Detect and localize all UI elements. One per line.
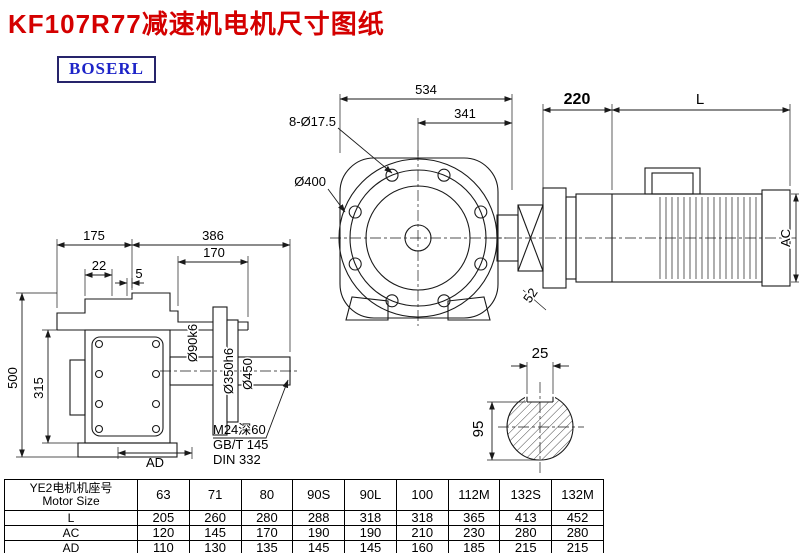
size-header-cell: 90L xyxy=(344,479,397,511)
dim-L: L xyxy=(696,91,704,108)
size-header-cell: 71 xyxy=(188,479,242,511)
dim-400: Ø400 xyxy=(294,174,326,189)
motor-size-table: YE2电机机座号 Motor Size 63 71 80 90S 90L 100… xyxy=(4,479,604,553)
dim-220: 220 xyxy=(564,91,591,108)
value-cell: 190 xyxy=(292,525,346,541)
value-cell: 110 xyxy=(137,540,190,553)
dim-bolt-holes: 8-Ø17.5 xyxy=(289,114,336,129)
size-header-cell: 90S xyxy=(292,479,346,511)
technical-drawing: 534 341 8-Ø17.5 Ø400 220 L AC xyxy=(4,82,799,473)
dim-170: 170 xyxy=(203,245,225,260)
page-title: KF107R77减速机电机尺寸图纸 xyxy=(8,9,385,39)
table-row-AD: AD 110 130 135 145 145 160 185 215 215 xyxy=(4,540,604,553)
brand-logo: BOSERL xyxy=(57,56,156,83)
size-header-cell: 63 xyxy=(137,479,190,511)
value-cell: 145 xyxy=(188,525,242,541)
front-view-motor xyxy=(485,167,798,289)
dim-AD: AD xyxy=(146,455,164,470)
front-view-dimensions: 534 341 8-Ø17.5 Ø400 220 L AC xyxy=(289,82,799,311)
header-en: Motor Size xyxy=(42,494,100,508)
dim-22: 22 xyxy=(92,258,106,273)
size-header-cell: 132M xyxy=(551,479,604,511)
table-row-L: L 205 260 280 288 318 318 365 413 452 xyxy=(4,510,604,526)
note-gbt145: GB/T 145 xyxy=(213,437,268,452)
note-thread: M24深60 xyxy=(213,422,266,437)
value-cell: 288 xyxy=(292,510,346,526)
dim-AC: AC xyxy=(778,229,793,247)
value-cell: 120 xyxy=(137,525,190,541)
value-cell: 365 xyxy=(447,510,501,526)
value-cell: 318 xyxy=(395,510,449,526)
dim-450: Ø450 xyxy=(240,358,255,390)
value-cell: 210 xyxy=(395,525,449,541)
dim-25: 25 xyxy=(532,345,549,362)
value-cell: 215 xyxy=(499,540,553,553)
dim-315: 315 xyxy=(31,377,46,399)
terminal-box xyxy=(644,167,701,195)
dim-534: 534 xyxy=(415,82,437,97)
value-cell: 145 xyxy=(292,540,346,553)
value-cell: 130 xyxy=(188,540,242,553)
size-header-cell: 80 xyxy=(240,479,294,511)
shaft-section-view: 25 95 xyxy=(469,345,584,473)
header-cn: YE2电机机座号 xyxy=(29,481,113,496)
value-cell: 185 xyxy=(447,540,501,553)
value-cell: 413 xyxy=(499,510,553,526)
dim-341: 341 xyxy=(454,106,476,121)
value-cell: 170 xyxy=(240,525,294,541)
dim-175: 175 xyxy=(83,228,105,243)
row-label: AD xyxy=(4,540,138,553)
note-din332: DIN 332 xyxy=(213,452,261,467)
table-row-AC: AC 120 145 170 190 190 210 230 280 280 xyxy=(4,525,604,541)
dim-95: 95 xyxy=(470,421,487,438)
value-cell: 145 xyxy=(344,540,397,553)
table-header-row: YE2电机机座号 Motor Size 63 71 80 90S 90L 100… xyxy=(4,479,604,511)
row-label: AC xyxy=(4,525,138,541)
value-cell: 260 xyxy=(188,510,242,526)
size-header-cell: 100 xyxy=(395,479,449,511)
value-cell: 452 xyxy=(551,510,604,526)
table-header-motor-size: YE2电机机座号 Motor Size xyxy=(4,479,138,511)
size-header-cell: 132S xyxy=(499,479,553,511)
dim-500: 500 xyxy=(5,367,20,389)
size-header-cell: 112M xyxy=(447,479,501,511)
value-cell: 205 xyxy=(137,510,190,526)
value-cell: 230 xyxy=(447,525,501,541)
value-cell: 135 xyxy=(240,540,294,553)
row-label: L xyxy=(4,510,138,526)
value-cell: 160 xyxy=(395,540,449,553)
value-cell: 280 xyxy=(499,525,553,541)
front-view-gearbox xyxy=(330,150,506,326)
value-cell: 215 xyxy=(551,540,604,553)
value-cell: 280 xyxy=(551,525,604,541)
dim-386: 386 xyxy=(202,228,224,243)
value-cell: 280 xyxy=(240,510,294,526)
dim-5: 5 xyxy=(135,266,142,281)
side-view-gearbox xyxy=(56,292,300,458)
value-cell: 190 xyxy=(344,525,397,541)
value-cell: 318 xyxy=(344,510,397,526)
dim-350: Ø350h6 xyxy=(221,348,236,394)
side-view-dimensions: 175 386 170 22 5 500 xyxy=(4,228,291,470)
dim-shaft-90k6: Ø90k6 xyxy=(185,324,200,362)
